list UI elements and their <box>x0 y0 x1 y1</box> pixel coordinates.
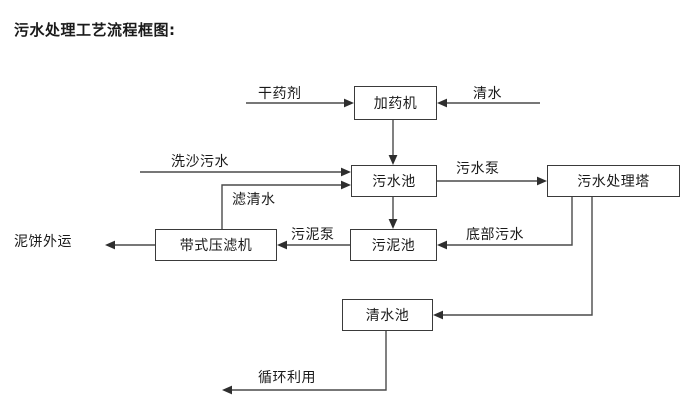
edge-label-clean-water-in: 清水 <box>473 86 502 102</box>
edge-label-sewage-pump: 污水泵 <box>456 161 500 177</box>
edge-label-sand-washing-sewage: 洗沙污水 <box>171 154 229 170</box>
node-dosing-machine[interactable]: 加药机 <box>354 86 437 120</box>
node-belt-filter-press[interactable]: 带式压滤机 <box>155 229 277 261</box>
edge-mud-cake-outbound <box>105 240 155 250</box>
edge-label-dry-reagent: 干药剂 <box>258 86 302 102</box>
node-dosing-machine-label: 加药机 <box>373 96 418 112</box>
terminal-mud-cake-outbound: 泥饼外运 <box>14 234 72 250</box>
page-title: 污水处理工艺流程框图: <box>14 21 176 39</box>
node-sludge-pool[interactable]: 污泥池 <box>350 229 437 261</box>
node-sewage-treatment-tower[interactable]: 污水处理塔 <box>547 165 680 197</box>
edge-tower-to-clean-water-pool <box>433 197 593 320</box>
node-sewage-pool[interactable]: 污水池 <box>351 165 437 197</box>
node-sewage-treatment-tower-label: 污水处理塔 <box>577 174 650 190</box>
terminal-recycle-reuse: 循环利用 <box>258 370 316 386</box>
node-clean-water-pool[interactable]: 清水池 <box>342 299 433 331</box>
edge-dosing-to-sewage-pool <box>388 120 398 165</box>
node-sludge-pool-label: 污泥池 <box>371 238 416 254</box>
node-sewage-pool-label: 污水池 <box>372 174 416 190</box>
edge-label-sludge-pump: 污泥泵 <box>291 227 335 243</box>
edge-sewage-pool-to-sludge-pool <box>388 197 398 229</box>
node-clean-water-pool-label: 清水池 <box>365 308 410 324</box>
edge-label-filtered-clear-water: 滤清水 <box>232 192 276 208</box>
node-belt-filter-press-label: 带式压滤机 <box>179 238 253 254</box>
edge-label-bottom-sewage: 底部污水 <box>466 227 524 243</box>
